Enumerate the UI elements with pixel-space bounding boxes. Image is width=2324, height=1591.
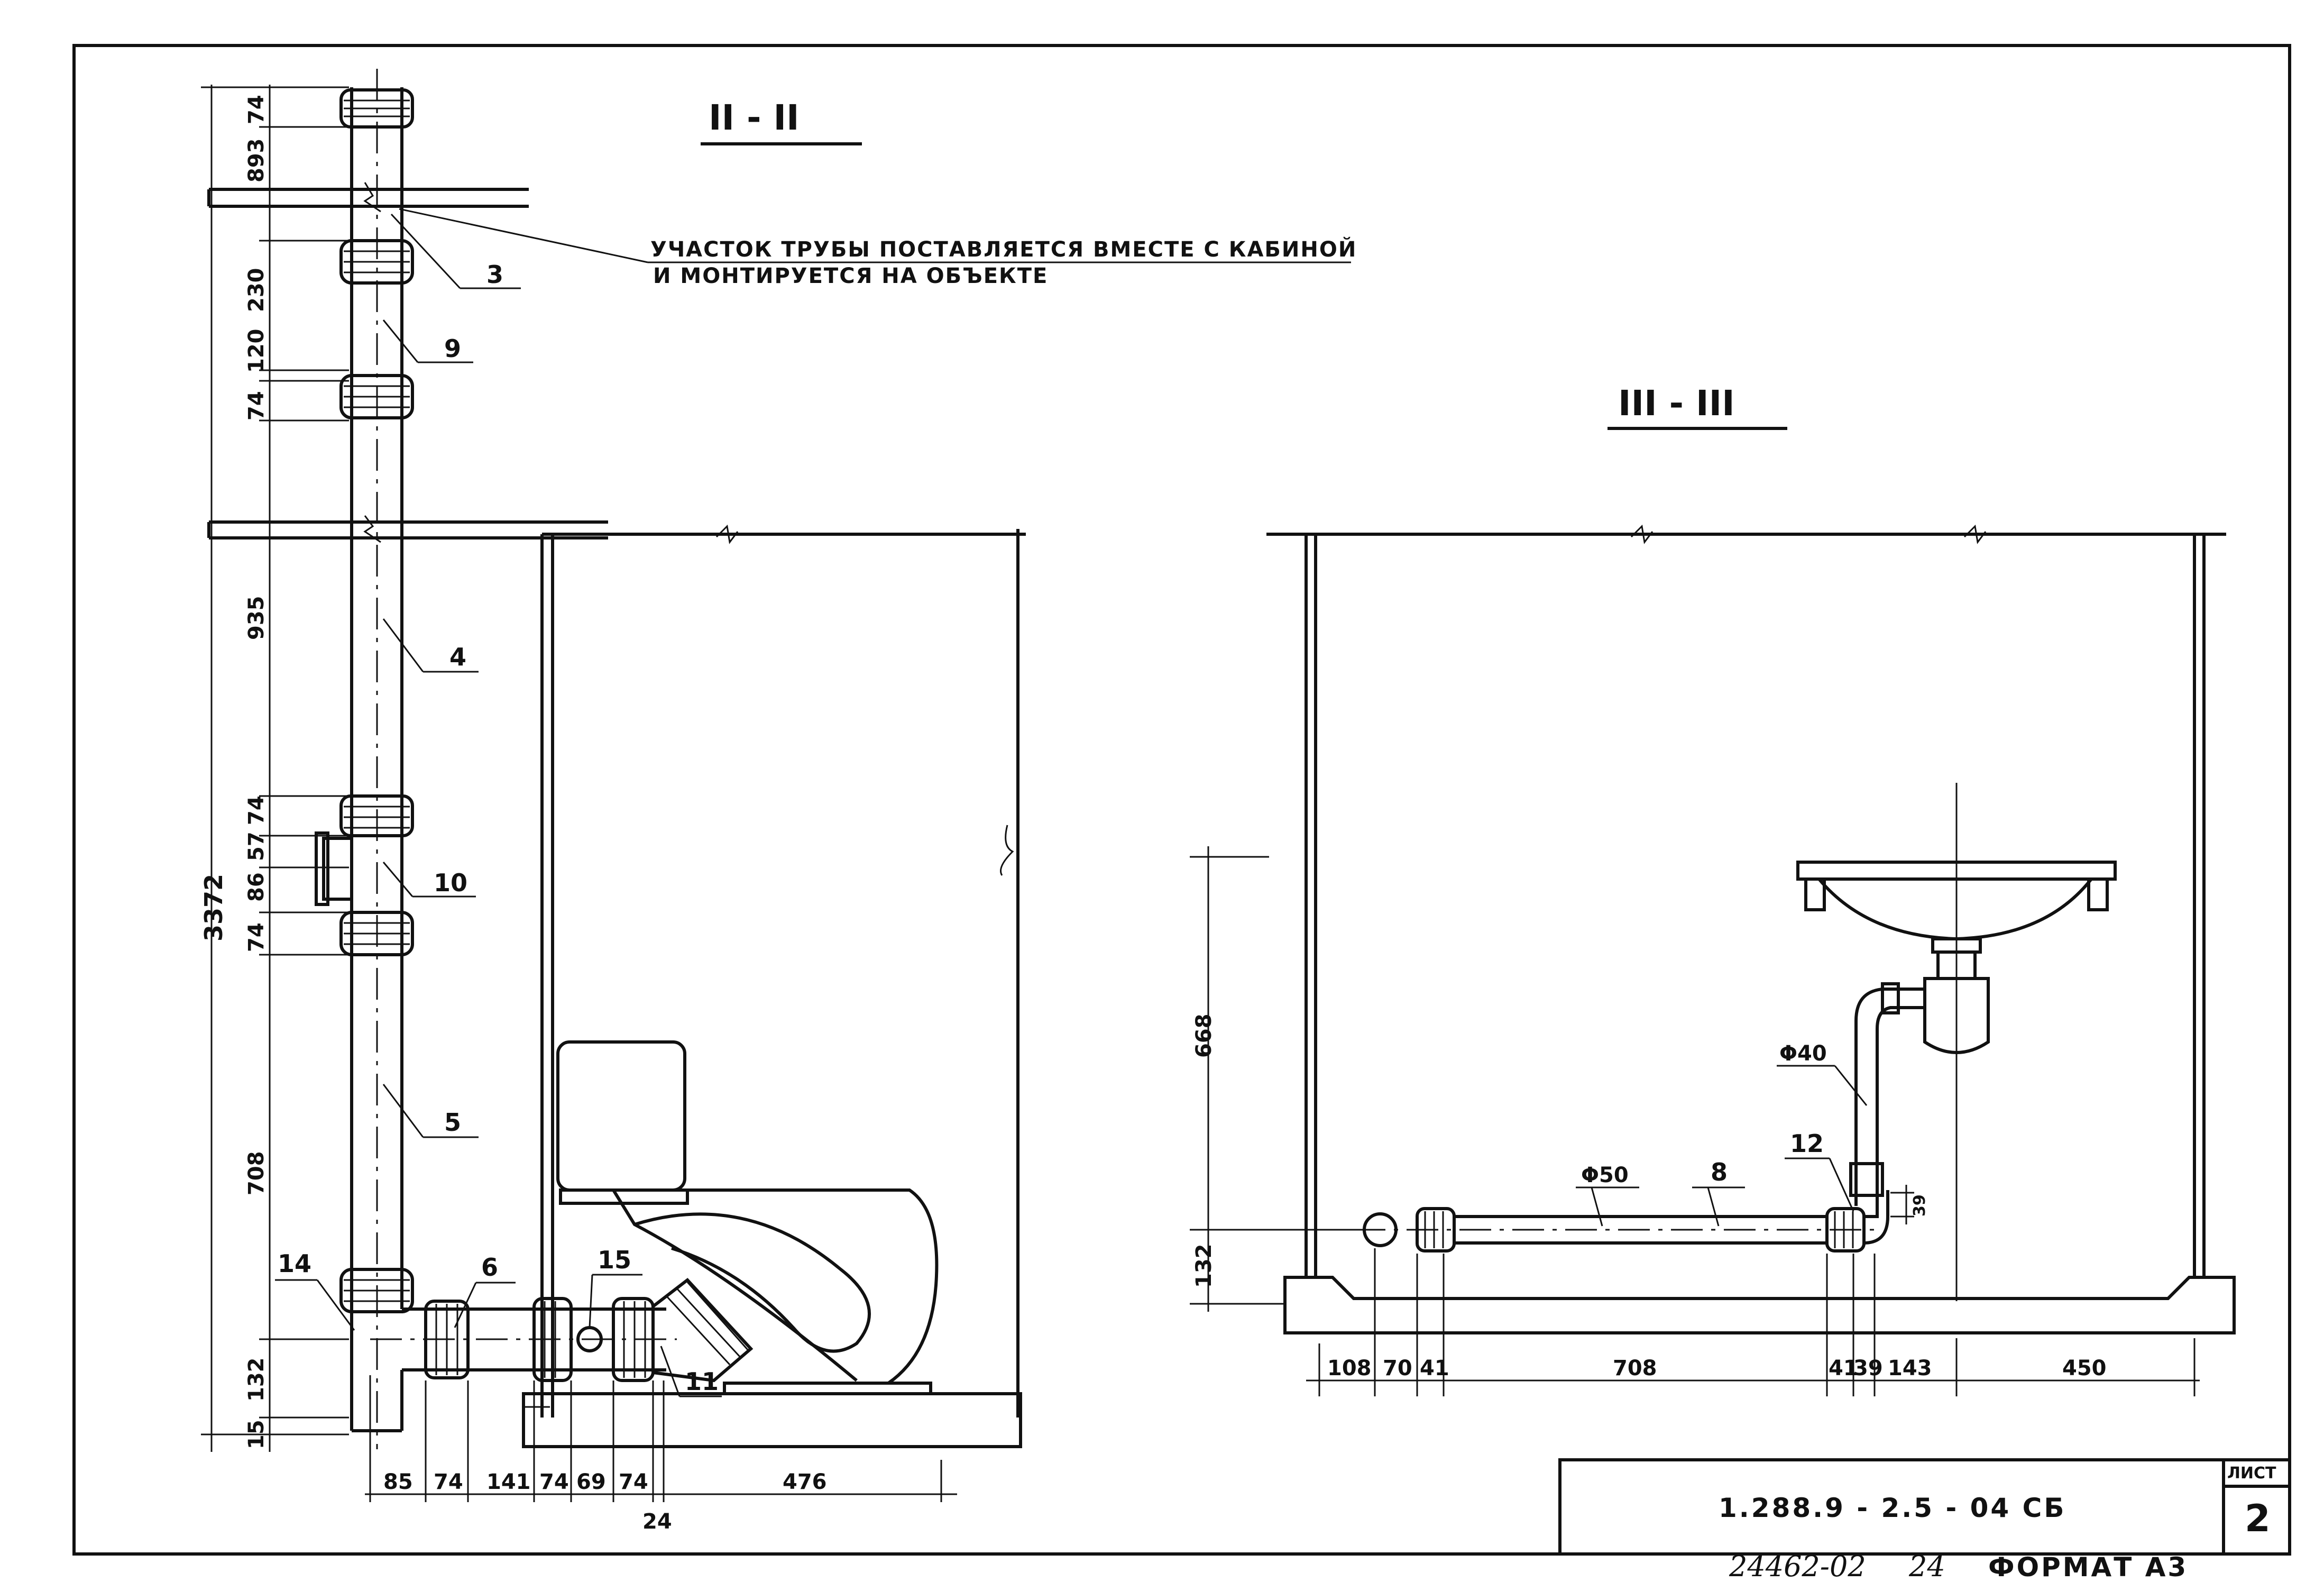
svg-text:450: 450	[2062, 1356, 2107, 1380]
svg-text:86: 86	[244, 872, 269, 902]
callout-9: 9	[382, 319, 473, 363]
callout-8: 8	[1692, 1158, 1745, 1227]
svg-text:24: 24	[642, 1510, 672, 1534]
callout-12: 12	[1785, 1129, 1854, 1212]
svg-text:69: 69	[576, 1470, 606, 1494]
sheet-frame	[72, 44, 2291, 1556]
toilet-connector	[652, 1277, 754, 1383]
socket-4	[339, 794, 414, 837]
drawing-code: 1.288.9 - 2.5 - 04 СБ	[1719, 1493, 2066, 1523]
overall-height: 3372	[199, 874, 228, 941]
callout-phi40: Φ40	[1777, 1041, 1868, 1106]
dim-chain-right-vertical: 668 132 39	[1190, 846, 1929, 1312]
sheet-number: 2	[2245, 1497, 2271, 1540]
pipe-note: УЧАСТОК ТРУБЫ ПОСТАВЛЯЕТСЯ ВМЕСТЕ С КАБИ…	[399, 208, 1357, 288]
svg-text:476: 476	[783, 1470, 827, 1494]
svg-text:3: 3	[486, 260, 503, 289]
footer-number: 24	[1908, 1550, 1945, 1583]
svg-text:УЧАСТОК ТРУБЫ ПОСТАВЛЯЕТСЯ ВМЕ: УЧАСТОК ТРУБЫ ПОСТАВЛЯЕТСЯ ВМЕСТЕ С КАБИ…	[650, 236, 1357, 262]
svg-text:74: 74	[244, 796, 269, 825]
svg-text:141: 141	[486, 1470, 531, 1494]
svg-text:120: 120	[244, 329, 269, 373]
section-title-left: II - II	[709, 97, 800, 138]
cabin-walls-right	[1266, 524, 2226, 1277]
svg-text:5: 5	[444, 1108, 461, 1137]
svg-text:39: 39	[1910, 1194, 1929, 1217]
svg-text:Φ50: Φ50	[1581, 1163, 1629, 1187]
inventory-number: 24462-02	[1729, 1550, 1866, 1583]
svg-text:4: 4	[449, 643, 466, 671]
format-label: ФОРМАТ А3	[1988, 1552, 2188, 1583]
svg-text:74: 74	[244, 922, 269, 952]
dim-chain-left-horizontal: 85 74 141 74 69 74 476 24	[365, 1375, 957, 1534]
callout-6: 6	[454, 1253, 516, 1328]
dim-chain-right-horizontal: 108 70 41 708 41 39 143 450	[1306, 1248, 2200, 1396]
svg-text:893: 893	[244, 139, 269, 183]
svg-text:74: 74	[619, 1470, 648, 1494]
socket-5	[339, 911, 414, 956]
footer: 24462-02 24 ФОРМАТ А3	[1729, 1550, 2188, 1583]
section-title-right: III - III	[1618, 383, 1735, 424]
svg-text:39: 39	[1853, 1356, 1883, 1380]
svg-text:708: 708	[244, 1151, 269, 1196]
callout-14: 14	[275, 1249, 355, 1331]
socket-3	[339, 374, 414, 419]
cabin-wall-left	[540, 524, 1026, 1418]
svg-text:132: 132	[244, 1358, 269, 1402]
socket-top	[339, 88, 414, 129]
svg-text:10: 10	[434, 868, 467, 897]
svg-text:74: 74	[539, 1470, 569, 1494]
svg-text:85: 85	[383, 1470, 413, 1494]
svg-text:57: 57	[244, 831, 269, 861]
callout-3: 3	[390, 213, 521, 289]
washbasin	[1796, 783, 2117, 1301]
svg-text:14: 14	[278, 1249, 311, 1278]
callout-5: 5	[382, 1084, 479, 1138]
svg-text:935: 935	[244, 596, 269, 641]
revision-tee	[315, 831, 353, 906]
callout-15: 15	[589, 1246, 642, 1328]
svg-text:668: 668	[1192, 1014, 1216, 1058]
svg-text:9: 9	[444, 334, 461, 363]
sheet-label: ЛИСТ	[2227, 1464, 2276, 1483]
title-block: 1.288.9 - 2.5 - 04 СБ ЛИСТ 2	[1558, 1458, 2291, 1556]
svg-text:41: 41	[1829, 1356, 1858, 1380]
svg-text:8: 8	[1711, 1158, 1728, 1186]
dim-chain-left-vertical: 74 893 230 120 74 935 74 57 86 74 708 13…	[199, 85, 349, 1452]
svg-text:15: 15	[598, 1246, 631, 1274]
svg-text:15: 15	[244, 1420, 269, 1449]
svg-text:230: 230	[244, 268, 269, 313]
svg-text:74: 74	[244, 391, 269, 420]
horizontal-outlet	[370, 1297, 677, 1382]
socket-6	[339, 1268, 414, 1313]
svg-text:108: 108	[1327, 1356, 1372, 1380]
callout-10: 10	[382, 862, 476, 898]
toilet-bowl	[556, 1040, 939, 1394]
callout-4: 4	[382, 618, 479, 673]
svg-text:74: 74	[434, 1470, 463, 1494]
svg-text:Φ40: Φ40	[1779, 1041, 1827, 1066]
svg-text:6: 6	[481, 1253, 498, 1282]
svg-text:12: 12	[1790, 1129, 1824, 1158]
svg-text:70: 70	[1383, 1356, 1412, 1380]
svg-text:И МОНТИРУЕТСЯ НА ОБЪЕКТЕ: И МОНТИРУЕТСЯ НА ОБЪЕКТЕ	[653, 264, 1048, 288]
svg-text:11: 11	[685, 1367, 719, 1396]
svg-text:708: 708	[1613, 1356, 1657, 1380]
break-marks-left	[363, 182, 381, 543]
socket-2	[339, 239, 414, 285]
cabin-floor-left	[522, 1392, 1022, 1448]
callout-11: 11	[660, 1346, 722, 1397]
vertical-stack	[350, 69, 403, 1449]
horizontal-drain	[1354, 1190, 1889, 1252]
svg-text:132: 132	[1192, 1244, 1216, 1288]
svg-text:74: 74	[244, 95, 269, 124]
callout-phi50: Φ50	[1576, 1163, 1639, 1227]
trap-outlet-pipe	[1849, 982, 1925, 1206]
cabin-floor-right	[1283, 1276, 2236, 1334]
svg-text:41: 41	[1420, 1356, 1449, 1380]
svg-text:143: 143	[1888, 1356, 1932, 1380]
